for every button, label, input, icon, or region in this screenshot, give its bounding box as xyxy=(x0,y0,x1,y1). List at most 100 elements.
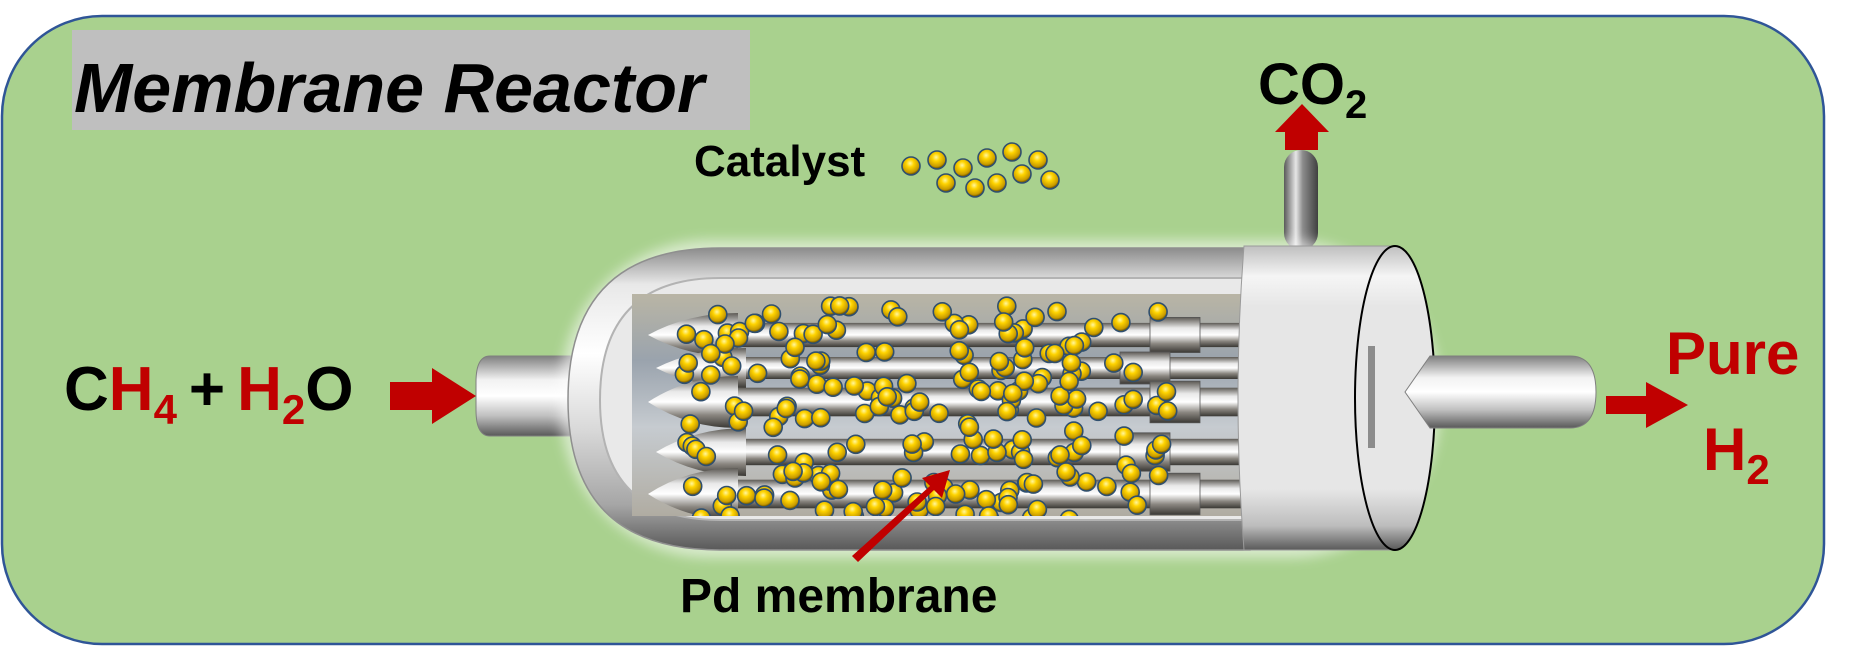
catalyst-label: Catalyst xyxy=(694,137,866,186)
catalyst-pellet xyxy=(806,351,826,371)
catalyst-pellet xyxy=(1014,337,1035,358)
catalyst-pellet xyxy=(1123,389,1143,410)
catalyst-pellet xyxy=(845,434,866,455)
feed-water-o: O xyxy=(305,355,353,424)
catalyst-pellet xyxy=(691,381,711,402)
catalyst-pellet xyxy=(823,377,843,398)
catalyst-pellet xyxy=(874,342,895,362)
co2-subscript: 2 xyxy=(1345,83,1367,127)
product-h: H xyxy=(1703,416,1746,483)
catalyst-pellet xyxy=(1066,389,1087,409)
product-label-pure: Pure xyxy=(1666,320,1799,387)
catalyst-pellets-icon xyxy=(901,142,1060,198)
feed-carbon: C xyxy=(64,355,109,424)
catalyst-pellet xyxy=(901,156,921,176)
catalyst-pellet xyxy=(1002,142,1022,162)
catalyst-pellet xyxy=(953,158,973,178)
feed-water-h: H xyxy=(237,355,282,424)
end-cap-slot xyxy=(1368,346,1375,448)
catalyst-pellet xyxy=(1040,170,1060,190)
pd-membrane-label: Pd membrane xyxy=(680,570,997,623)
catalyst-pellet xyxy=(1050,445,1070,465)
catalyst-pellet xyxy=(1148,302,1168,322)
catalyst-pellet xyxy=(1028,150,1048,170)
catalyst-pellet xyxy=(983,429,1004,449)
catalyst-pellet xyxy=(902,434,922,454)
catalyst-pellet xyxy=(700,343,721,364)
catalyst-pellet xyxy=(803,324,823,345)
membrane-pointer-arrow-icon xyxy=(852,470,950,562)
catalyst-pellet xyxy=(754,488,774,508)
catalyst-pellet xyxy=(1127,495,1147,516)
catalyst-pellet xyxy=(721,356,742,376)
catalyst-pellet xyxy=(700,365,721,385)
feed-water-subscript: 2 xyxy=(282,386,305,433)
catalyst-pellet xyxy=(682,476,703,497)
catalyst-pellet xyxy=(817,314,838,335)
catalyst-pellet xyxy=(810,407,831,428)
catalyst-pellet xyxy=(971,381,992,402)
catalyst-pellet xyxy=(1114,426,1134,446)
catalyst-pellet xyxy=(790,369,810,389)
catalyst-pellet xyxy=(1104,353,1124,373)
page-title: Membrane Reactor xyxy=(74,49,708,127)
catalyst-pellet xyxy=(785,337,805,358)
catalyst-pellet xyxy=(1047,301,1067,322)
catalyst-pellet xyxy=(807,374,827,395)
catalyst-pellet xyxy=(856,342,877,363)
catalyst-pellet xyxy=(843,501,863,516)
catalyst-pellet xyxy=(678,353,699,373)
catalyst-pellet xyxy=(1097,476,1117,497)
catalyst-pellet xyxy=(744,313,765,334)
catalyst-pellet xyxy=(814,500,835,516)
catalyst-pellet xyxy=(1045,343,1065,364)
catalyst-pellet xyxy=(1084,317,1104,338)
product-subscript: 2 xyxy=(1746,446,1769,493)
catalyst-pellet xyxy=(936,173,956,193)
catalyst-pellet xyxy=(959,417,980,438)
catalyst-pellet xyxy=(927,150,947,170)
catalyst-pellet xyxy=(1026,408,1047,428)
feed-label: CH4+H2O xyxy=(64,355,354,433)
catalyst-pellet xyxy=(1050,386,1070,406)
catalyst-pellet xyxy=(998,494,1019,515)
feed-arrow-right-icon xyxy=(390,368,476,424)
catalyst-pellet xyxy=(877,386,898,407)
catalyst-pellet xyxy=(1002,383,1023,404)
catalyst-pellet xyxy=(997,401,1017,422)
catalyst-pellet xyxy=(1012,429,1033,450)
catalyst-pellet xyxy=(747,363,768,384)
catalyst-pellet xyxy=(1059,371,1079,392)
catalyst-pellet xyxy=(965,178,985,198)
catalyst-pellet xyxy=(763,417,784,438)
catalyst-pellet xyxy=(707,304,728,325)
catalyst-pellet xyxy=(829,296,850,316)
catalyst-pellet xyxy=(1064,335,1085,356)
catalyst-pellet xyxy=(1123,362,1143,383)
catalyst-pellet xyxy=(691,508,711,516)
catalyst-pellet xyxy=(872,480,893,501)
catalyst-pellet xyxy=(828,479,849,500)
catalyst-pellet xyxy=(776,398,797,419)
catalyst-pellet xyxy=(925,496,946,516)
catalyst-pellet xyxy=(929,403,949,424)
catalyst-pellet xyxy=(897,373,917,394)
catalyst-pellet xyxy=(1076,472,1097,492)
catalyst-pellet xyxy=(977,148,997,168)
catalyst-pellet xyxy=(794,408,815,429)
catalyst-pellet xyxy=(932,301,953,322)
catalyst-pellet xyxy=(716,485,737,506)
catalyst-pellet xyxy=(945,484,966,504)
catalyst-pellet xyxy=(955,504,975,516)
catalyst-pellet xyxy=(1023,474,1044,494)
catalyst-pellet xyxy=(736,485,757,506)
catalyst-pellet xyxy=(1012,164,1032,184)
catalyst-pellet xyxy=(761,304,782,324)
catalyst-pellet xyxy=(1088,401,1108,422)
catalyst-pellet xyxy=(715,334,735,354)
catalyst-pellet xyxy=(733,401,754,422)
catalyst-pellet xyxy=(1060,509,1079,516)
product-arrow-right-icon xyxy=(1606,382,1688,428)
catalyst-pellet xyxy=(1157,401,1178,421)
